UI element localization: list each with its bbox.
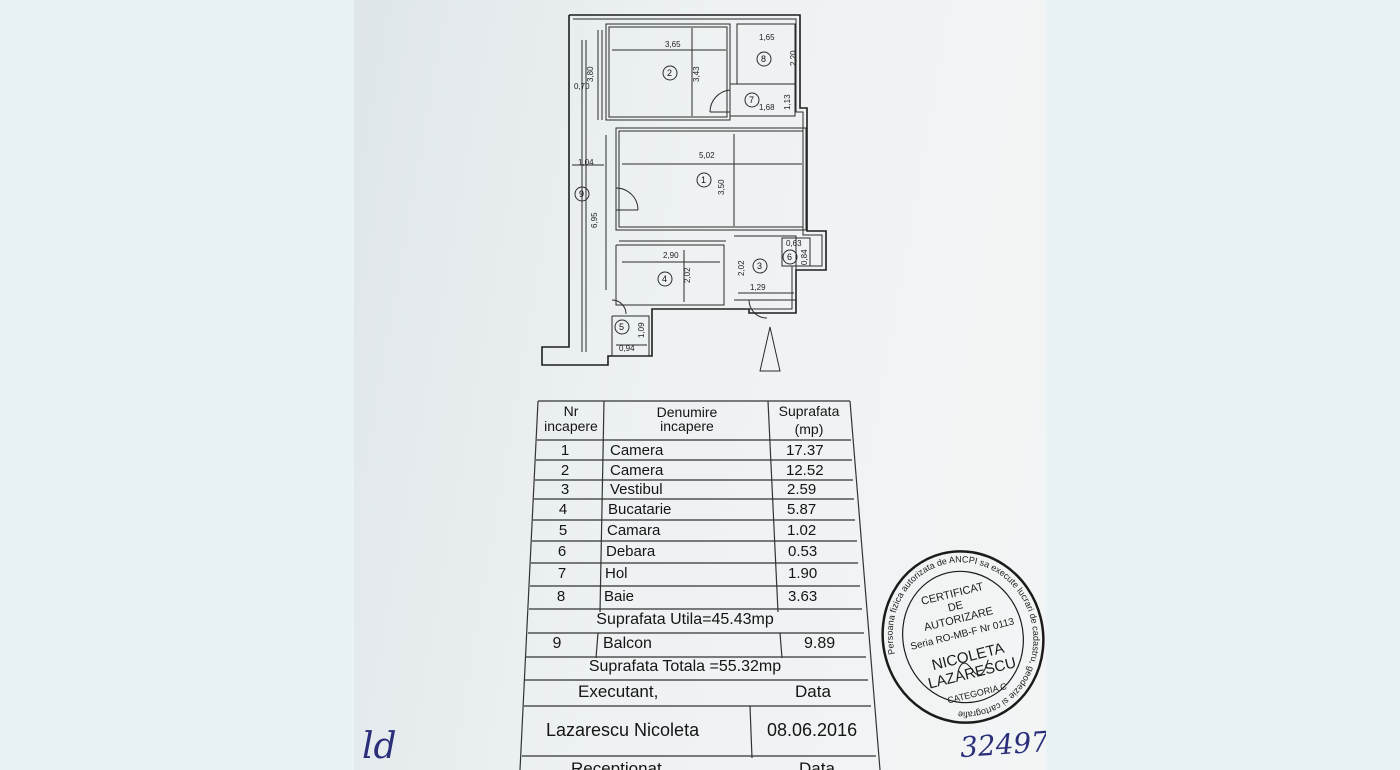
data-label: Data <box>795 682 831 701</box>
row-nr: 5 <box>558 522 568 539</box>
rooms-table: Nr incapere Denumire incapere Suprafata … <box>354 0 1046 770</box>
dim-label: 1,04 <box>578 158 594 167</box>
room-number: 1 <box>701 175 706 185</box>
row-nr: 6 <box>557 543 567 560</box>
dim-label: 5,02 <box>699 151 715 160</box>
plan-walls <box>541 14 827 372</box>
row-nr: 3 <box>560 481 570 498</box>
stamp-line: DE <box>947 599 965 614</box>
room-number: 6 <box>787 252 792 262</box>
certification-stamp: Persoana fizica autorizata de ANCPI sa e… <box>860 527 1066 748</box>
header-nr: Nr incapere <box>544 403 598 434</box>
row-nr: 4 <box>558 501 568 518</box>
row-area: 17.37 <box>786 442 824 459</box>
row-nr: 2 <box>560 462 570 479</box>
row-name: Hol <box>605 565 628 582</box>
row-area: 1.02 <box>787 522 817 539</box>
dim-label: 0,63 <box>786 239 802 248</box>
row-area: 1.90 <box>788 565 818 582</box>
dim-label: 3,80 <box>586 66 595 82</box>
dim-label: 0,70 <box>574 82 590 91</box>
header-name: Denumire incapere <box>656 404 718 434</box>
grand-total: Suprafata Totala =55.32mp <box>588 658 782 675</box>
table-grid <box>519 400 881 770</box>
room-number: 4 <box>662 274 667 284</box>
row-name: Baie <box>604 588 635 605</box>
row-name: Vestibul <box>610 481 663 498</box>
receptionat-label: Receptionat <box>571 759 662 770</box>
row-area: 12.52 <box>786 462 824 479</box>
dim-label: 2,02 <box>737 260 746 276</box>
handwritten-initials: ld <box>362 726 397 767</box>
dim-label: 1,68 <box>759 103 775 112</box>
stamp-signature-icon <box>957 659 989 676</box>
row-area: 0.53 <box>788 543 818 560</box>
row-name: Bucatarie <box>608 501 672 518</box>
dim-label: 0,84 <box>800 249 809 265</box>
room-number: 3 <box>757 261 762 271</box>
row-nr: 8 <box>556 588 566 605</box>
row-name: Camera <box>610 462 664 479</box>
row-name: Camara <box>607 522 661 539</box>
dim-label: 0,94 <box>619 344 635 353</box>
row-nr: 7 <box>557 565 567 582</box>
plan-dimensions: 3,65 3,43 1,65 2,20 0,70 3,80 1,68 1,13 … <box>574 33 809 353</box>
room-number: 8 <box>761 54 766 64</box>
row-area: 5.87 <box>787 501 817 518</box>
row-name: Balcon <box>603 635 652 652</box>
row-nr: 9 <box>552 635 562 652</box>
room-markers: 1 2 3 4 5 6 7 8 9 <box>574 51 798 335</box>
row-name: Camera <box>610 442 664 459</box>
dim-label: 6,95 <box>590 212 599 228</box>
header-area: Suprafata (mp) <box>778 403 840 437</box>
room-number: 9 <box>579 189 584 199</box>
executant-name: Lazarescu Nicoleta <box>546 720 700 740</box>
executant-label: Executant, <box>578 682 659 701</box>
dim-label: 2,90 <box>663 251 679 260</box>
room-number: 5 <box>619 322 624 332</box>
floor-plan: 3,65 3,43 1,65 2,20 0,70 3,80 1,68 1,13 … <box>541 14 827 372</box>
row-area: 9.89 <box>804 635 836 652</box>
dim-label: 1,65 <box>759 33 775 42</box>
scanned-document: 3,65 3,43 1,65 2,20 0,70 3,80 1,68 1,13 … <box>354 0 1046 770</box>
room-number: 7 <box>749 95 754 105</box>
dim-label: 1,09 <box>637 322 646 338</box>
dim-label: 1,13 <box>783 94 792 110</box>
dim-label: 2,02 <box>683 267 692 283</box>
dim-label: 3,65 <box>665 40 681 49</box>
room-number: 2 <box>667 68 672 78</box>
row-nr: 1 <box>560 442 570 459</box>
dim-label: 2,20 <box>789 50 798 66</box>
dim-label: 1,29 <box>750 283 766 292</box>
row-area: 2.59 <box>787 481 817 498</box>
executant-date: 08.06.2016 <box>767 720 858 740</box>
util-total: Suprafata Utila=45.43mp <box>596 611 774 628</box>
handwritten-number: 32497 <box>958 724 1046 765</box>
dim-label: 3,50 <box>717 179 726 195</box>
dim-label: 3,43 <box>692 66 701 82</box>
row-name: Debara <box>606 543 656 560</box>
row-area: 3.63 <box>788 588 818 605</box>
receptionat-data-label: Data <box>799 759 835 770</box>
